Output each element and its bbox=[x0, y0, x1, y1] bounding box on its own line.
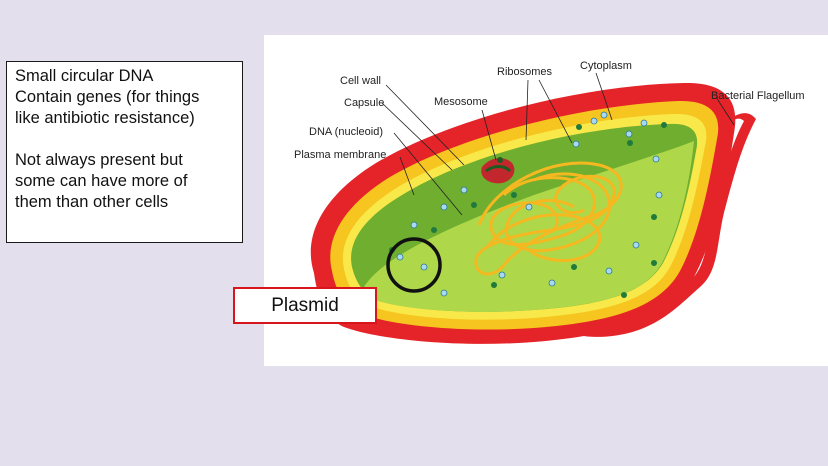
plasmid-info-box: Small circular DNA Contain genes (for th… bbox=[6, 61, 243, 243]
note-line-3: like antibiotic resistance) bbox=[15, 109, 195, 127]
leader-lines bbox=[381, 72, 735, 216]
label-ribosomes: Ribosomes bbox=[497, 66, 553, 78]
bacterial-cell-figure: Cell wall Capsule DNA (nucleoid) Plasma … bbox=[264, 35, 828, 366]
note-line-7: them than other cells bbox=[15, 193, 169, 211]
note-line-1: Small circular DNA bbox=[15, 67, 154, 85]
label-dna-nucleoid: DNA (nucleoid) bbox=[309, 126, 383, 138]
label-cytoplasm: Cytoplasm bbox=[580, 60, 632, 72]
note-spacer bbox=[15, 129, 234, 150]
note-line-5: Not always present but bbox=[15, 151, 183, 169]
label-capsule: Capsule bbox=[344, 97, 384, 109]
label-mesosome: Mesosome bbox=[434, 96, 488, 108]
plasmid-ring bbox=[386, 237, 442, 293]
plasmid-callout: Plasmid bbox=[233, 287, 377, 324]
nucleoid-dna bbox=[474, 161, 623, 276]
label-bacterial-flagellum: Bacterial Flagellum bbox=[711, 90, 805, 102]
ribosomes-dark bbox=[389, 122, 667, 298]
label-cell-wall: Cell wall bbox=[340, 75, 381, 87]
flagellum bbox=[577, 113, 756, 337]
note-line-6: some can have more of bbox=[15, 172, 188, 190]
mesosome bbox=[481, 158, 515, 184]
label-plasma-membrane: Plasma membrane bbox=[294, 149, 386, 161]
ribosomes bbox=[396, 111, 663, 297]
note-line-2: Contain genes (for things bbox=[15, 88, 200, 106]
bacterial-cell-diagram: Cell wall Capsule DNA (nucleoid) Plasma … bbox=[294, 60, 805, 344]
